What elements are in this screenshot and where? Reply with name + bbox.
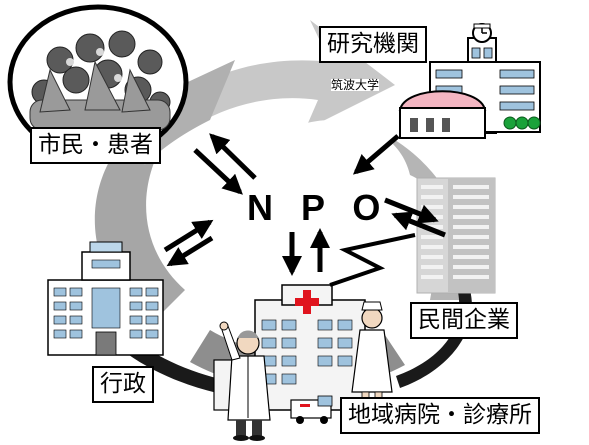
- crowd-illustration: [7, 4, 189, 160]
- arrow-research-to-npo: [352, 134, 400, 175]
- research-institution-label: 研究機関: [319, 26, 427, 63]
- arrow-npo-to-government: [166, 235, 214, 267]
- doctor-illustration: [219, 321, 271, 441]
- office-tower-illustration: [416, 177, 496, 294]
- university-name-label: 筑波大学: [331, 78, 380, 92]
- ambulance-illustration: [290, 395, 333, 424]
- hospitals-clinics-label: 地域病院・診療所: [340, 397, 540, 434]
- arrow-companies-to-npo: [391, 211, 446, 238]
- arrow-government-to-npo: [163, 219, 214, 253]
- university-buildings-illustration: [398, 23, 541, 139]
- citizens-patients-label: 市民・患者: [30, 127, 161, 164]
- arrow-npo-to-companies: [384, 197, 439, 224]
- connector-companies-to-hospital: [329, 233, 416, 287]
- arrow-citizens-to-npo: [193, 148, 243, 195]
- private-companies-label: 民間企業: [410, 302, 518, 339]
- npo-label: N P O: [247, 187, 390, 228]
- government-label: 行政: [92, 366, 154, 403]
- government-building-illustration: [47, 241, 164, 356]
- right-band: [396, 290, 472, 388]
- arrow-npo-to-citizens: [209, 133, 257, 180]
